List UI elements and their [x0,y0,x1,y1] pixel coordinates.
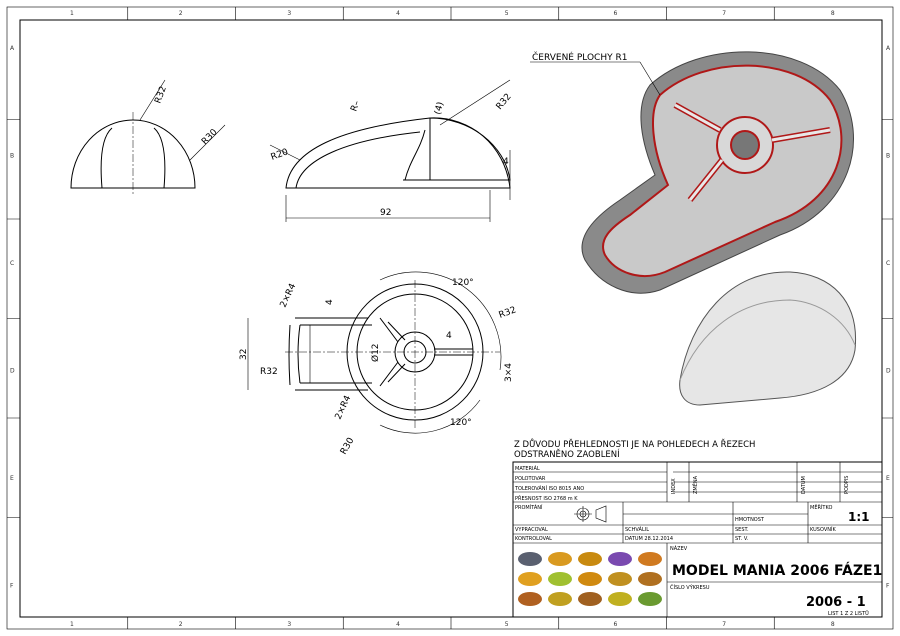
dim-r30-bottom: R30 [339,436,357,457]
tb-nazev-label: NÁZEV [670,545,688,552]
zone-column-label: 1 [70,621,74,628]
thumbnail-model [548,592,572,606]
dim-r-unspecified: R– [349,99,362,113]
thumbnail-model [518,592,542,606]
tb-zmena: ZMĚNA [691,475,699,494]
zone-column-label: 2 [179,621,183,628]
tb-st-v: ST. V. [735,536,749,542]
dim-thickness: (4) [433,101,446,116]
tb-nazev: MODEL MANIA 2006 FÁZE1 [672,562,882,579]
zone-row-label: B [10,153,14,160]
zone-row-label: D [886,368,891,375]
thumbnail-model [638,572,662,586]
thumbnail-model [638,552,662,566]
note-line-2: ODSTRANĚNO ZAOBLENÍ [514,448,620,460]
dim-r32: R32 [153,85,168,105]
tb-list: LIST 1 Z 2 LISTŮ [828,610,869,617]
dim-r32-left: R32 [260,367,278,377]
dim-2xr4-bottom: 2×R4 [334,394,354,421]
tb-material: MATERIÁL [515,465,540,472]
dim-angle-top: 120° [452,278,474,288]
note-line-1: Z DŮVODU PŘEHLEDNOSTI JE NA POHLEDECH A … [514,438,755,450]
zone-row-label: F [10,583,14,590]
thumbnail-model [608,572,632,586]
zone-column-label: 5 [505,10,509,17]
zone-column-label: 3 [287,621,291,628]
top-view: 120° 2×R4 4 32 R32 Ø12 4 R32 3×4 2×R4 12… [239,271,518,457]
thumbnail-model [518,552,542,566]
dim-r20: R20 [270,147,290,163]
zone-column-label: 4 [396,621,400,628]
dim-height-4: 4 [503,157,509,167]
zone-row-label: A [10,45,15,52]
callout-red-surfaces: ČERVENÉ PLOCHY R1 [532,51,627,63]
isometric-part-view: ČERVENÉ PLOCHY R1 [530,51,857,406]
dim-hub-4: 4 [446,331,452,341]
tb-cislo-label: ČÍSLO VÝKRESU [670,584,710,591]
tb-datum: DATUM 28.12.2014 [625,536,673,542]
dim-diameter-12: Ø12 [370,343,381,362]
zone-row-label: E [10,475,14,482]
dim-width-32: 32 [239,349,249,360]
tb-vypracoval: VYPRACOVAL [515,527,548,533]
zone-row-label: D [10,368,15,375]
tb-promitani: PROMÍTÁNÍ [515,504,543,511]
zone-row-label: A [886,45,891,52]
zone-row-label: C [10,260,14,267]
title-block: MATERIÁL POLOTOVAR TOLEROVÁNÍ ISO 8015 A… [512,461,883,618]
dim-slot-3x4: 3×4 [504,363,514,382]
zone-column-label: 5 [505,621,509,628]
tb-scale: 1:1 [848,510,870,524]
tb-cislo: 2006 - 1 [806,595,866,610]
front-view: R32 R30 [70,79,226,195]
zone-column-label: 8 [831,10,835,17]
model-mania-thumbnails [518,552,662,606]
tb-meritko: MĚŘÍTKO [810,503,832,511]
zone-column-label: 1 [70,10,74,17]
tb-podpis: PODPIS [844,476,850,494]
zone-column-label: 3 [287,10,291,17]
zone-row-label: E [886,475,890,482]
zone-column-label: 6 [614,10,618,17]
zone-column-label: 7 [722,10,726,17]
dim-2xr4-top: 2×R4 [279,282,299,309]
thumbnail-model [638,592,662,606]
dim-r32-right: R32 [498,305,518,320]
outer-border [6,6,894,630]
tb-presnost: PŘESNOST ISO 2768 m K [515,494,578,502]
zone-row-label: B [886,153,890,160]
thumbnail-model [578,552,602,566]
tb-sest: SEST. [735,527,749,533]
dim-92: 92 [380,208,391,218]
zone-row-label: F [886,583,890,590]
zone-column-label: 2 [179,10,183,17]
tb-kontroloval: KONTROLOVAL [515,536,552,542]
dim-r30: R30 [200,127,220,147]
zone-column-label: 8 [831,621,835,628]
thumbnail-model [608,592,632,606]
tb-hmotnost: HMOTNOST [735,517,765,523]
zone-column-label: 6 [614,621,618,628]
dim-wall-4: 4 [325,299,335,305]
tb-polotovar: POLOTOVAR [515,476,546,482]
tb-schvalil: SCHVÁLIL [625,526,649,533]
tb-index: INDEX [671,478,677,494]
projection-symbol-icon [574,505,607,523]
tb-tolerovani: TOLEROVÁNÍ ISO 8015 ANO [514,485,584,492]
zone-row-label: C [886,260,890,267]
thumbnail-model [548,572,572,586]
thumbnail-model [518,572,542,586]
section-view: 92 R20 R– (4) R32 4 [270,79,514,222]
thumbnail-model [578,572,602,586]
tb-kusovnik: KUSOVNÍK [810,526,836,533]
thumbnail-model [578,592,602,606]
dim-angle-bottom: 120° [450,418,472,428]
zone-column-label: 4 [396,10,400,17]
thumbnail-model [548,552,572,566]
zone-column-label: 7 [722,621,726,628]
tb-datum-col: DATUM [801,476,807,494]
dim-r32-section: R32 [495,92,514,112]
thumbnail-model [608,552,632,566]
